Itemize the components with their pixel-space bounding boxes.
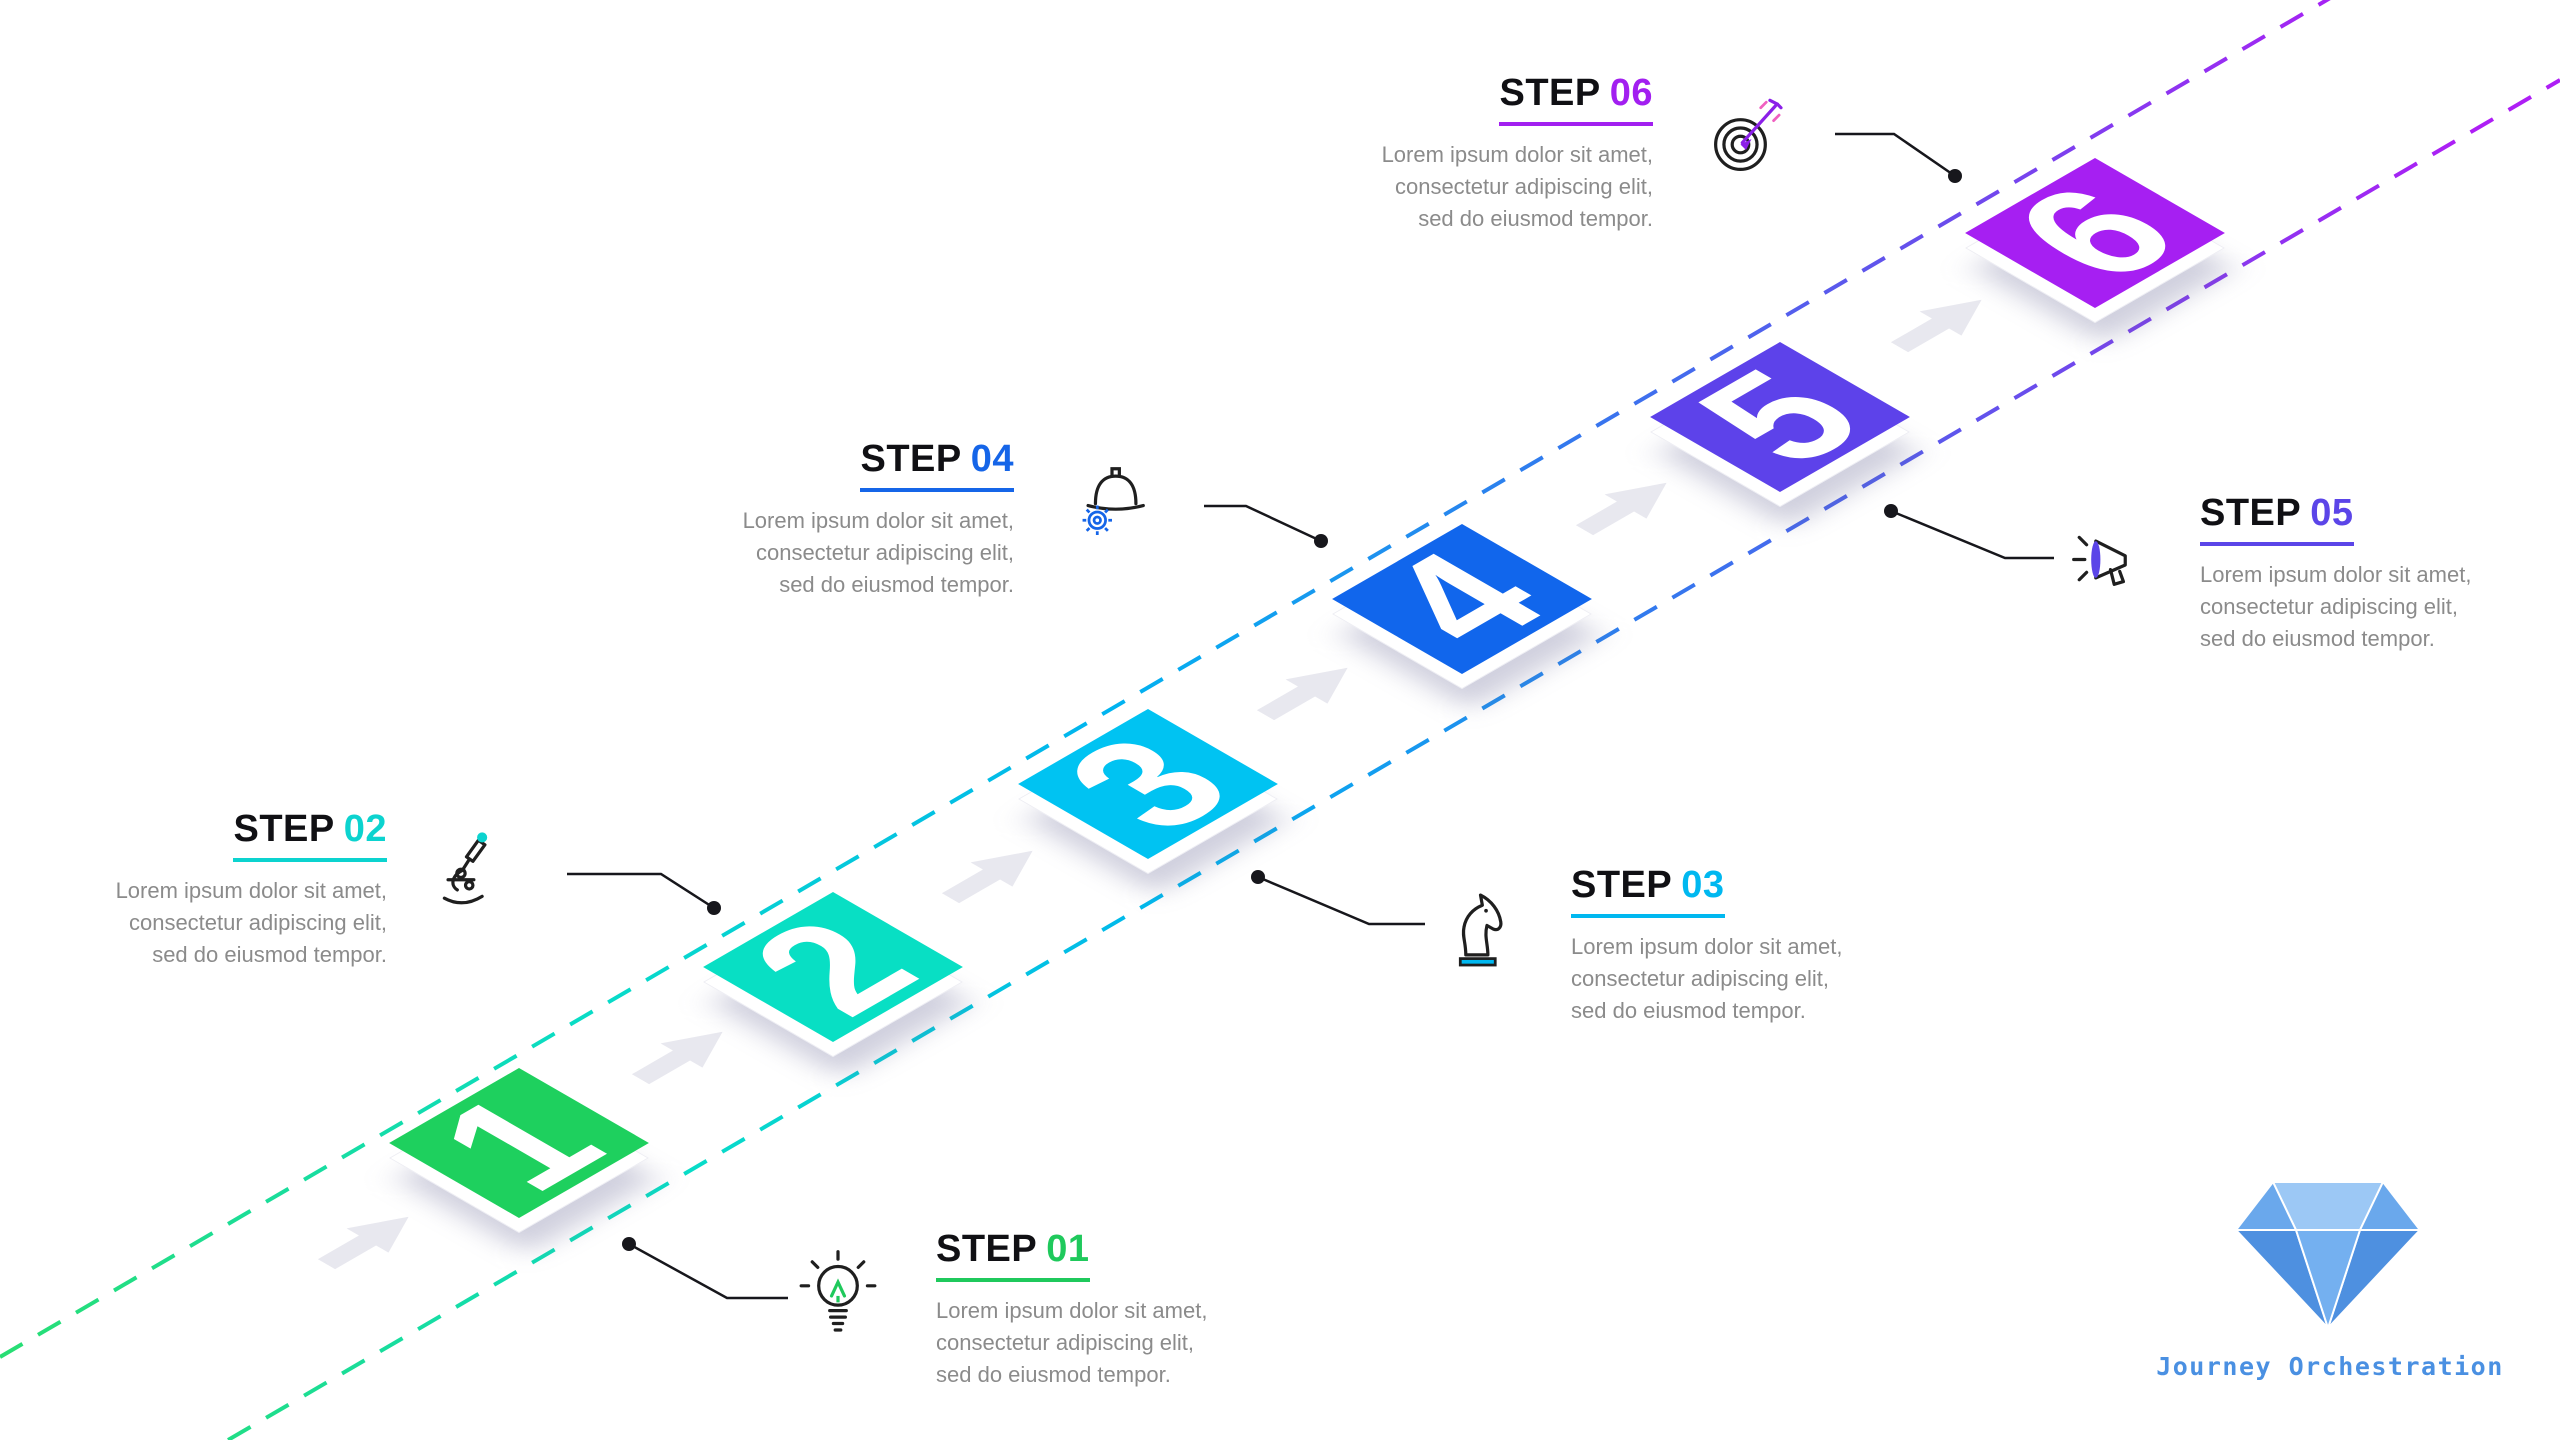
step-2-tile: 2 — [703, 892, 971, 1078]
lightbulb-icon — [792, 1249, 884, 1341]
brand-name: Journey Orchestration — [2156, 1352, 2504, 1381]
step-label: STEP — [860, 438, 962, 480]
connector-dots — [622, 169, 1962, 1251]
step-label: STEP — [233, 808, 335, 850]
step-6-tile: 6 — [1965, 158, 2233, 344]
megaphone-icon — [2059, 519, 2151, 611]
step-number: 02 — [343, 808, 387, 850]
hard-hat-icon — [1066, 454, 1158, 546]
step-label: STEP — [2200, 492, 2302, 534]
chess-knight-icon — [1429, 885, 1521, 977]
step-5-description: Lorem ipsum dolor sit amet, consectetur … — [2200, 562, 2472, 651]
step-3-tile: 3 — [1018, 709, 1286, 895]
step-4-tile: 4 — [1332, 524, 1600, 710]
step-4-description: Lorem ipsum dolor sit amet, consectetur … — [742, 508, 1014, 597]
step-label: STEP — [1571, 864, 1673, 906]
step-5-tile: 5 — [1650, 342, 1918, 528]
target-icon — [1700, 93, 1792, 185]
step-label: STEP — [1499, 72, 1601, 114]
step-1-tile: 1 — [389, 1068, 657, 1254]
microscope-icon — [426, 831, 518, 923]
step-3-description: Lorem ipsum dolor sit amet, consectetur … — [1571, 934, 1843, 1023]
step-number: 01 — [1046, 1228, 1090, 1270]
diamond-logo — [2235, 1181, 2421, 1329]
step-6-description: Lorem ipsum dolor sit amet, consectetur … — [1381, 142, 1653, 231]
connector-lines — [567, 132, 2054, 1300]
step-number: 03 — [1681, 864, 1725, 906]
step-2-description: Lorem ipsum dolor sit amet, consectetur … — [115, 878, 387, 967]
step-number: 06 — [1609, 72, 1653, 114]
step-label: STEP — [936, 1228, 1038, 1270]
step-1-description: Lorem ipsum dolor sit amet, consectetur … — [936, 1298, 1208, 1387]
step-number: 04 — [970, 438, 1014, 480]
step-number: 05 — [2310, 492, 2354, 534]
